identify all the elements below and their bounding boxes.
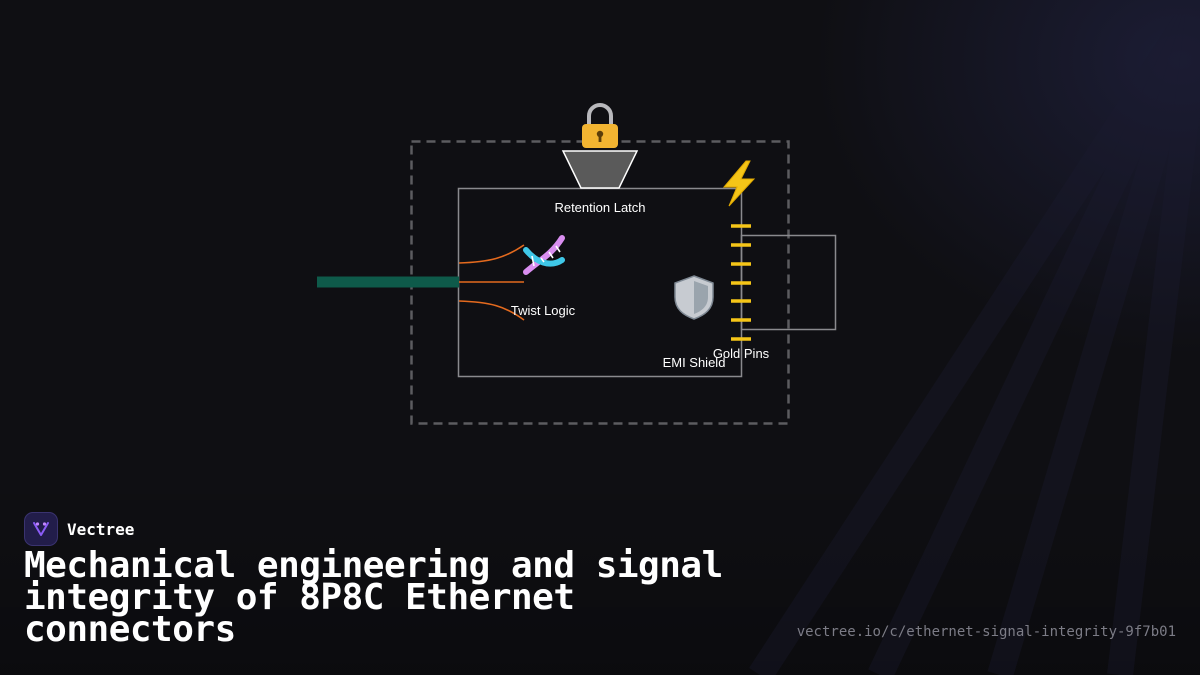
wire-upper	[458, 244, 525, 264]
retention-latch-label: Retention Latch	[554, 200, 645, 215]
vectree-logo-icon	[33, 522, 49, 536]
twist-logic-label: Twist Logic	[511, 303, 576, 318]
retention-latch	[561, 150, 639, 189]
twisted-wires	[458, 244, 525, 321]
brand-logo	[24, 512, 58, 546]
brand-name: Vectree	[67, 519, 135, 539]
page-title: Mechanical engineering and signal integr…	[24, 545, 723, 650]
emi-shield-label: EMI Shield	[663, 355, 726, 370]
gold-pins-label: Gold Pins	[713, 346, 770, 361]
brand: Vectree	[24, 512, 134, 546]
lock-icon	[582, 103, 618, 148]
source-url: vectree.io/c/ethernet-signal-integrity-9…	[796, 624, 1176, 640]
dna-icon	[523, 235, 565, 275]
gold-pins	[731, 224, 751, 341]
shield-icon	[674, 275, 714, 320]
ethernet-cable	[317, 276, 459, 288]
lightning-bolt-icon	[722, 160, 756, 207]
wire-lower	[458, 300, 525, 321]
